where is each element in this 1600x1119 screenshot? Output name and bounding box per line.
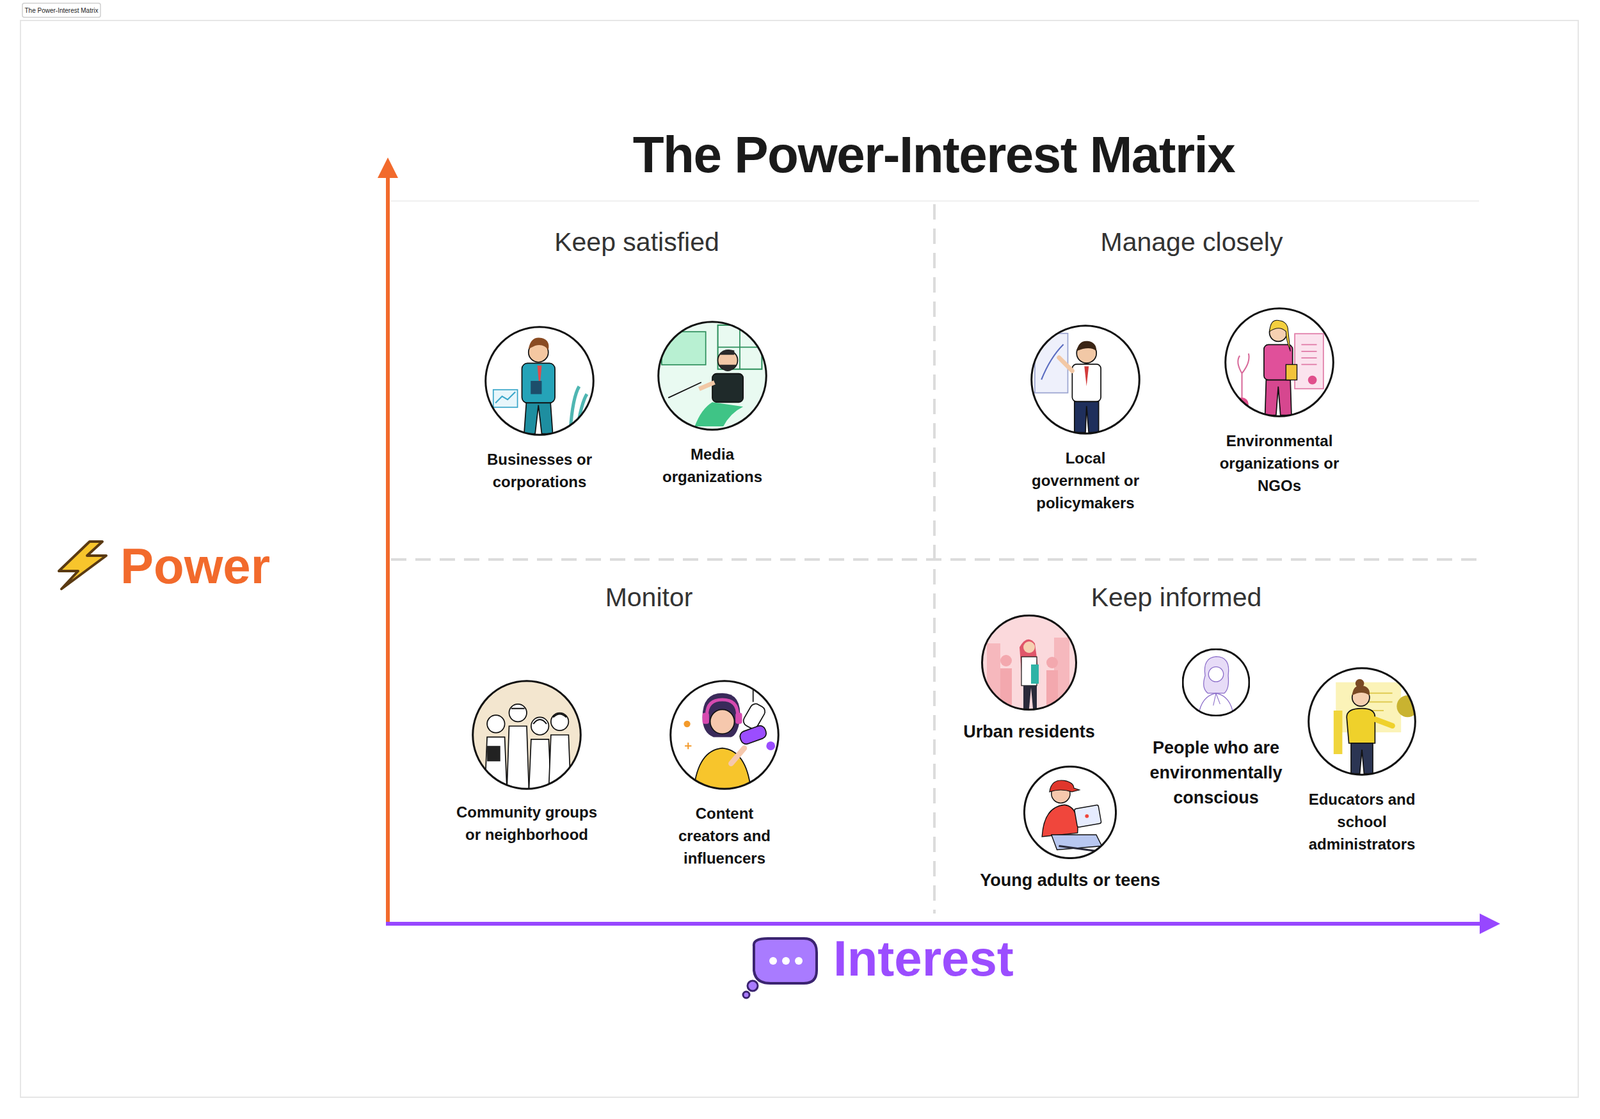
stakeholder-node: Media organizations [648, 320, 777, 489]
tab-label: The Power-Interest Matrix [24, 7, 98, 15]
stakeholder-caption: Media organizations [648, 443, 777, 489]
thought-bubble-icon-part [782, 956, 790, 965]
quadrant-heading: Keep satisfied [554, 227, 720, 257]
stakeholder-node: Businesses or corporations [462, 325, 617, 494]
stakeholder-node: Environmental organizations or NGOs [1214, 307, 1346, 497]
portrait-ring [1024, 766, 1116, 858]
stakeholder-portrait [471, 679, 582, 790]
portrait-ring [1308, 668, 1416, 776]
power-axis-part [385, 172, 390, 924]
quadrant-dividers-part [933, 204, 936, 914]
stakeholder-portrait [669, 679, 780, 790]
quadrant-heading: Monitor [605, 583, 694, 612]
tab-outline [22, 3, 101, 18]
stakeholder-caption: Content creators and influencers [665, 802, 784, 870]
portrait-ring [472, 680, 582, 790]
thought-bubble-icon [743, 938, 817, 998]
stakeholder-node: Community groups or neighborhood [451, 679, 603, 847]
stakeholder-node: Local government or policymakers [1021, 324, 1150, 514]
stakeholder-caption: Young adults or teens [979, 867, 1161, 893]
portrait-ring [1182, 648, 1250, 716]
stakeholder-node: Young adults or teens [979, 765, 1161, 893]
canvas-frame [20, 20, 1579, 1097]
interest-axis-part [385, 921, 1484, 926]
stakeholder-portrait [657, 320, 768, 431]
portrait-ring [1031, 325, 1140, 434]
axis-label: Power [120, 538, 271, 594]
portrait-illustration [1182, 648, 1250, 717]
stakeholder-caption: Urban residents [963, 719, 1096, 745]
title-rule [391, 200, 1480, 202]
power-axis [377, 157, 399, 924]
stakeholder-node: Urban residents [963, 614, 1096, 745]
stakeholder-portrait [484, 325, 595, 436]
stakeholder-portrait [1182, 648, 1250, 717]
lightning-icon [58, 541, 107, 589]
portrait-illustration [1307, 666, 1417, 776]
portrait-ring [982, 615, 1077, 710]
diagram-title: The Power-Interest Matrix [632, 125, 1236, 185]
thought-bubble-icon-part [753, 938, 817, 984]
portrait-illustration [471, 679, 582, 790]
thought-bubble-icon-part [747, 980, 758, 991]
stakeholder-node: People who are environmentally conscious [1136, 648, 1296, 811]
stakeholder-caption: Local government or policymakers [1021, 447, 1150, 514]
portrait-ring [658, 321, 767, 431]
stakeholder-caption: Environmental organizations or NGOs [1214, 430, 1346, 497]
stakeholder-portrait [1224, 307, 1335, 418]
portrait-ring [670, 680, 779, 790]
thought-bubble-icon-part [794, 956, 803, 965]
stakeholder-caption: Educators and school administrators [1296, 788, 1428, 856]
stakeholder-portrait [1307, 666, 1417, 776]
quadrant-heading: Keep informed [1091, 583, 1263, 612]
stakeholder-caption: People who are environmentally conscious [1136, 735, 1296, 811]
portrait-illustration [657, 320, 768, 431]
stakeholder-caption: Community groups or neighborhood [451, 801, 603, 847]
quadrant-heading: Manage closely [1100, 227, 1284, 257]
thought-bubble-icon-part [743, 991, 750, 998]
stakeholder-caption: Businesses or corporations [462, 448, 617, 494]
interest-axis-part [1479, 913, 1501, 934]
quadrant-dividers [391, 204, 1480, 914]
stakeholder-portrait [981, 614, 1078, 711]
axis-label: Interest [833, 931, 1014, 987]
portrait-ring [485, 327, 594, 436]
lightning-icon-part [58, 541, 107, 589]
portrait-illustration [1030, 324, 1141, 435]
stakeholder-node: Content creators and influencers [665, 679, 784, 870]
stakeholder-portrait [1030, 324, 1141, 435]
thought-bubble-icon-part [769, 956, 777, 965]
power-axis-part [377, 157, 399, 178]
portrait-illustration [1224, 307, 1335, 418]
stakeholder-node: Educators and school administrators [1296, 666, 1428, 856]
stakeholder-portrait [1023, 765, 1117, 859]
portrait-ring [1225, 308, 1334, 417]
portrait-illustration [669, 679, 780, 790]
portrait-illustration [484, 325, 595, 436]
portrait-illustration [981, 614, 1078, 711]
portrait-illustration [1023, 765, 1117, 859]
